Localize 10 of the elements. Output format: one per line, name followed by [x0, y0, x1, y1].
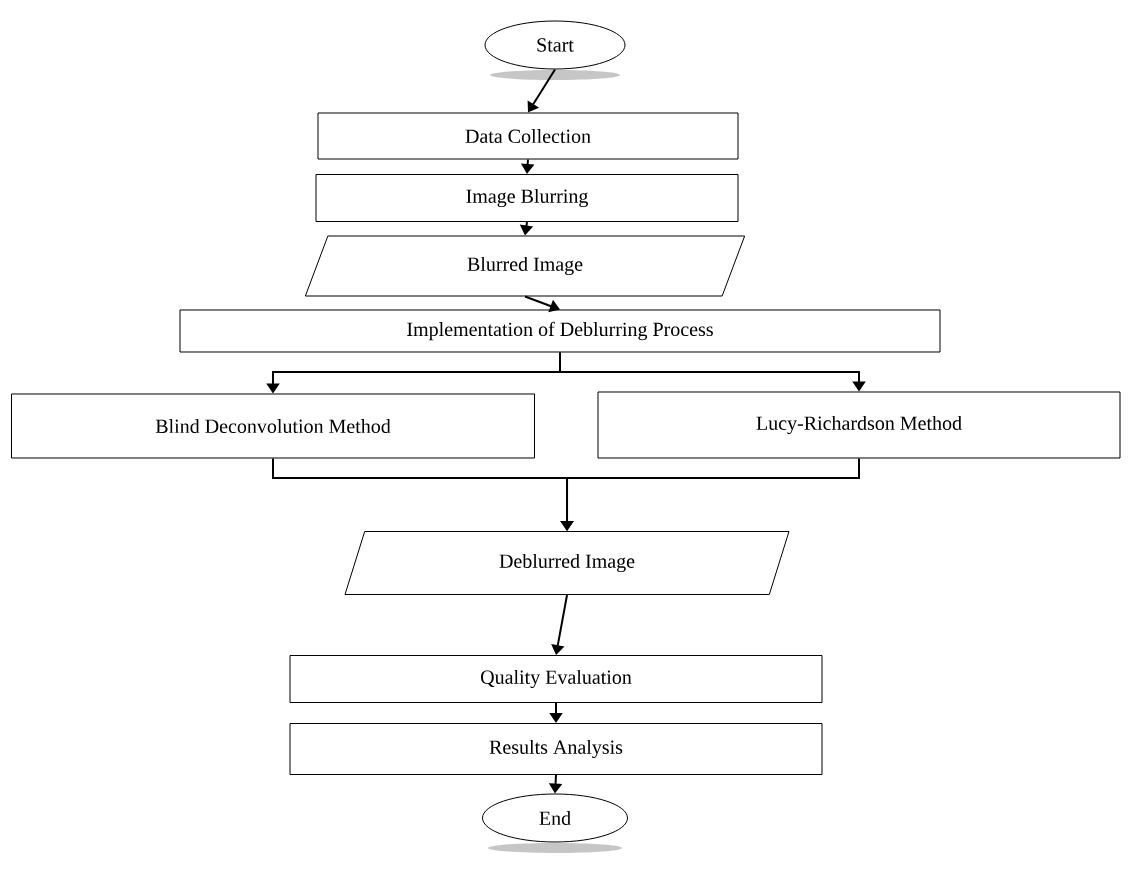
process-box: Implementation of Deblurring Process: [179, 309, 941, 353]
data-parallelogram: Blurred Image: [304, 235, 746, 297]
process-box: Data Collection: [317, 112, 739, 160]
process-box: Lucy-Richardson Method: [597, 391, 1121, 459]
data-parallelogram: Deblurred Image: [344, 531, 790, 595]
process-box: Results Analysis: [289, 723, 823, 775]
process-box: Blind Deconvolution Method: [11, 393, 535, 459]
arrow: [551, 594, 568, 655]
process-box: Image Blurring: [315, 174, 739, 222]
process-box: Quality Evaluation: [289, 655, 823, 703]
